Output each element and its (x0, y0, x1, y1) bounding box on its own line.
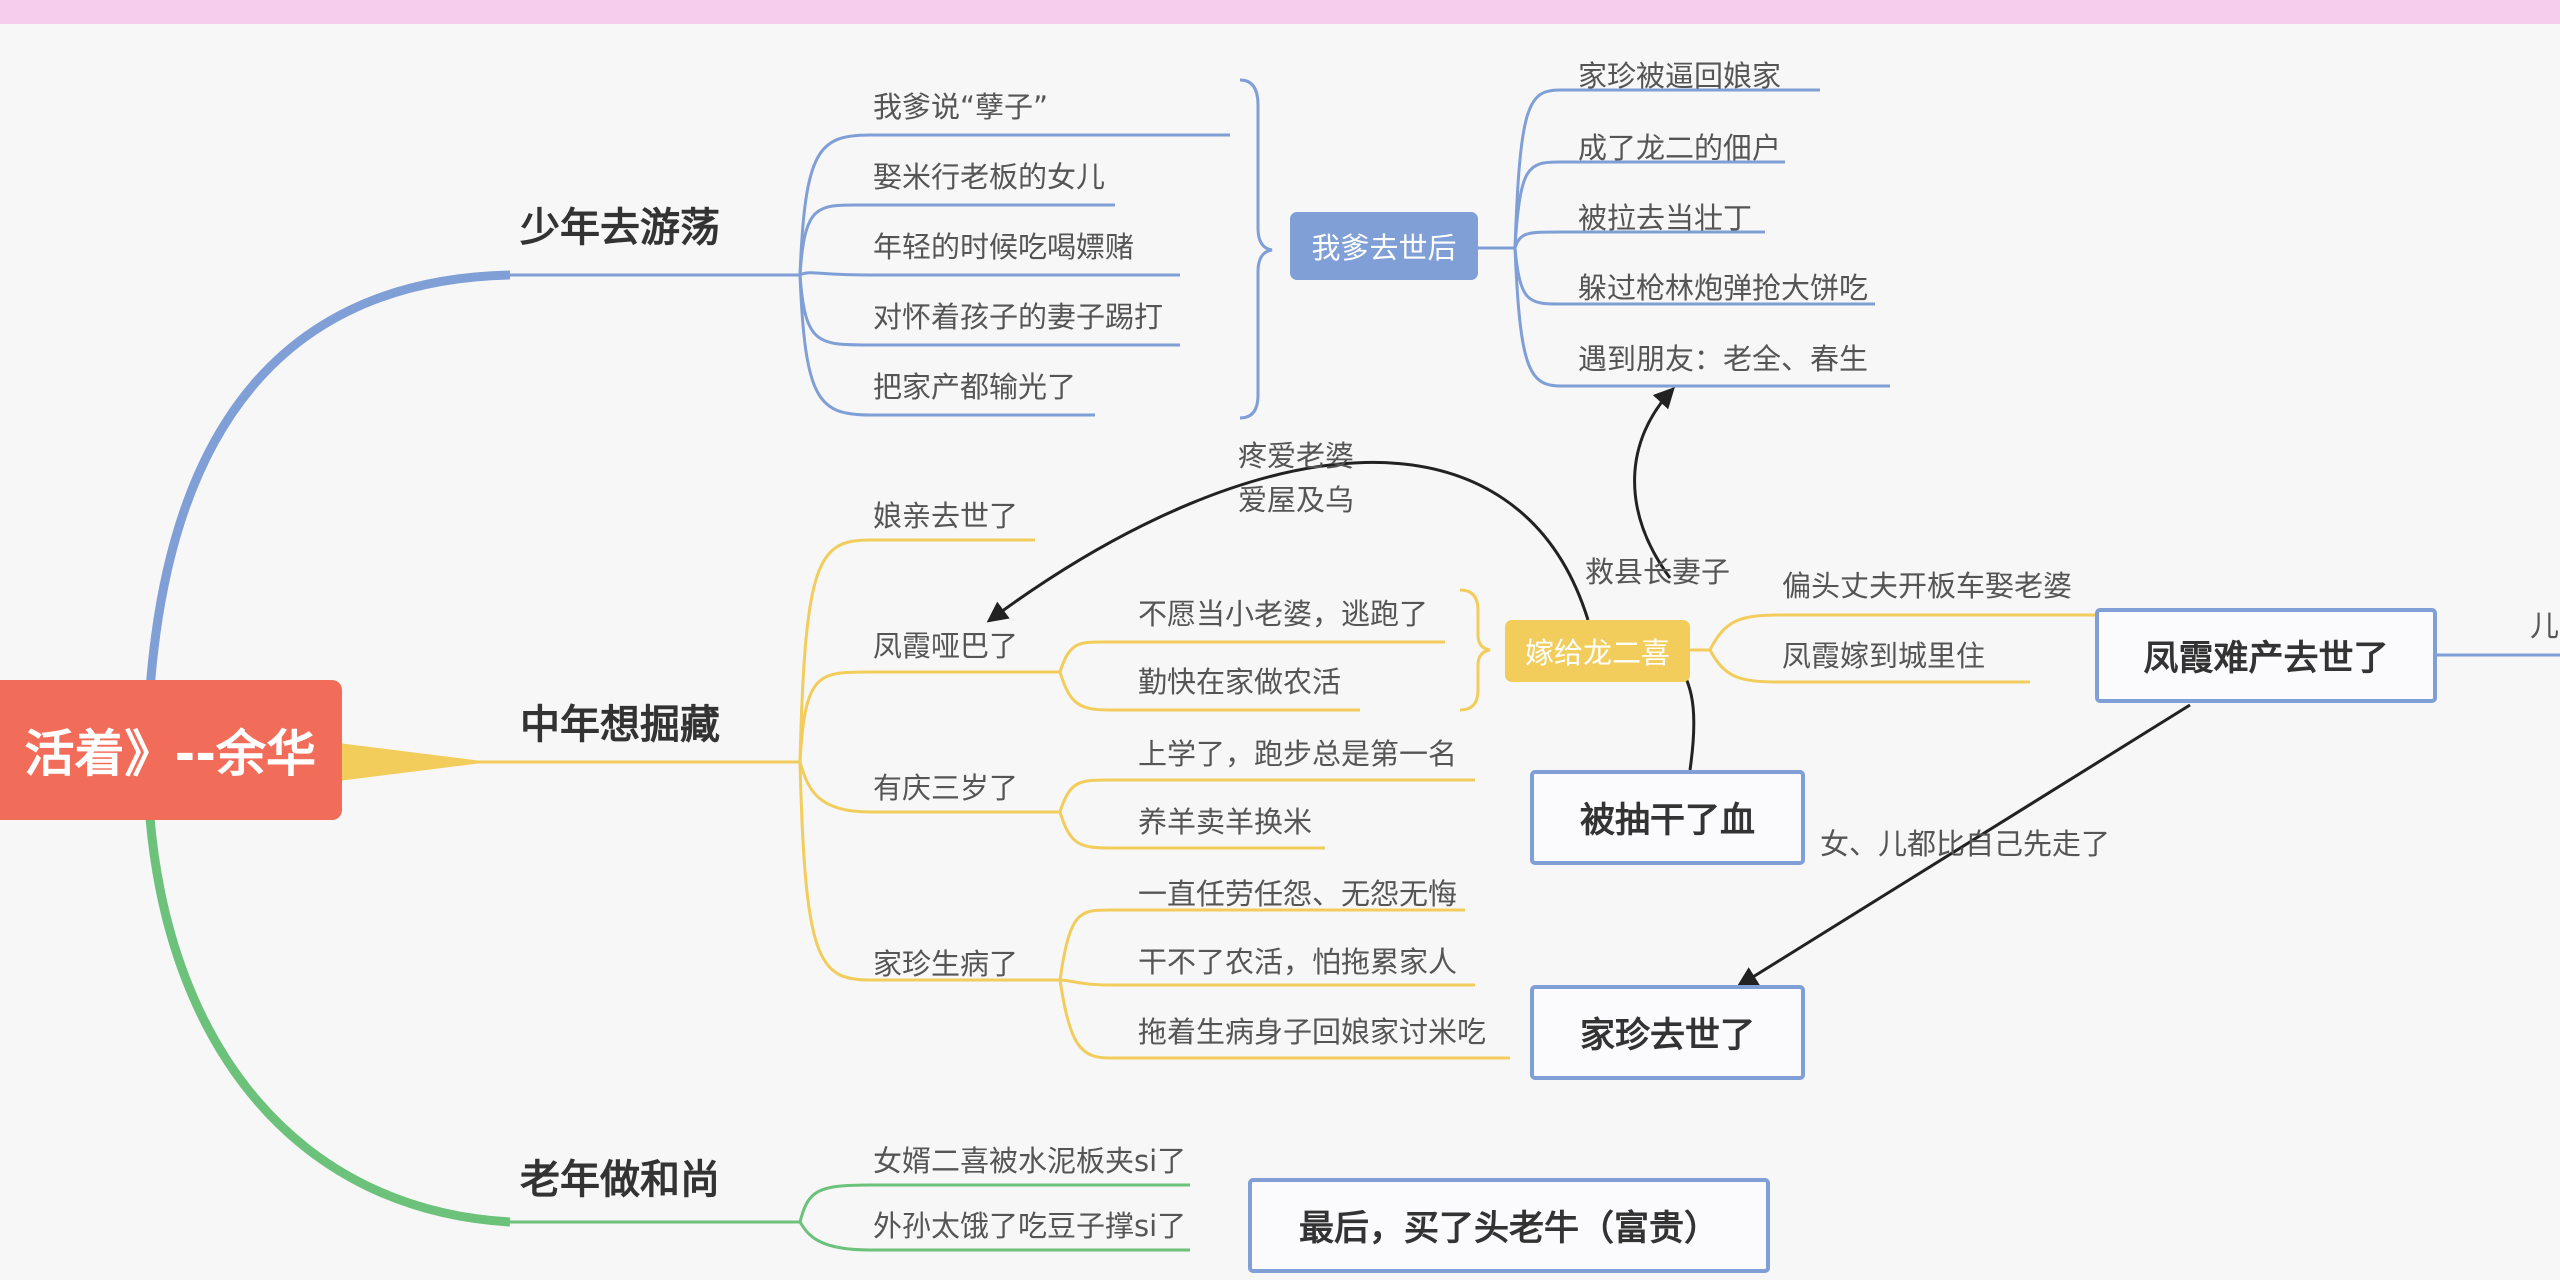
youth-sub-item: 遇到朋友：老全、春生 (1578, 342, 1869, 376)
middle-item: 有庆三岁了 (873, 771, 1019, 805)
youth-item: 年轻的时候吃喝嫖赌 (873, 230, 1135, 264)
erxi-sub-item: 凤霞嫁到城里住 (1782, 639, 1986, 673)
branch-middle-title: 中年想掘藏 (520, 702, 720, 748)
youth-sub-item: 躲过枪林炮弹抢大饼吃 (1578, 271, 1869, 305)
youth-sub-item: 家珍被逼回娘家 (1578, 59, 1782, 93)
box-final: 最后，买了头老牛（富贵） (1248, 1178, 1770, 1273)
root-title: 活着》--余华 (0, 680, 342, 820)
annotation-cut-text: 儿 (2530, 609, 2560, 643)
youqing-sub-item: 上学了，跑步总是第一名 (1138, 737, 1458, 771)
branch-youth-title: 少年去游荡 (520, 205, 720, 251)
old-item: 女婿二喜被水泥板夹si了 (873, 1144, 1187, 1178)
box-drained-blood: 被抽干了血 (1530, 770, 1805, 865)
middle-item: 凤霞哑巴了 (873, 629, 1019, 663)
annotation-love-family: 爱屋及乌 (1238, 483, 1355, 517)
box-jiazhen-death: 家珍去世了 (1530, 985, 1805, 1080)
tag-marry-erxi: 嫁给龙二喜 (1505, 620, 1690, 682)
top-banner (0, 0, 2560, 24)
box-fengxia-death: 凤霞难产去世了 (2095, 608, 2437, 703)
jiazhen-sub-item: 干不了农活，怕拖累家人 (1138, 945, 1458, 979)
youth-item: 把家产都输光了 (873, 370, 1077, 404)
annotation-save-wife: 救县长妻子 (1585, 555, 1731, 589)
youth-item: 娶米行老板的女儿 (873, 160, 1106, 194)
youth-sub-item: 成了龙二的佃户 (1578, 131, 1782, 165)
middle-item: 娘亲去世了 (873, 499, 1019, 533)
fengxia-sub-item: 不愿当小老婆，逃跑了 (1138, 597, 1429, 631)
fengxia-sub-item: 勤快在家做农活 (1138, 665, 1342, 699)
jiazhen-sub-item: 拖着生病身子回娘家讨米吃 (1138, 1015, 1487, 1049)
annotation-love-wife: 疼爱老婆 (1238, 439, 1355, 473)
youth-sub-item: 被拉去当壮丁 (1578, 201, 1753, 235)
youth-item: 我爹说“孽子” (873, 90, 1049, 124)
jiazhen-sub-item: 一直任劳任怨、无怨无悔 (1138, 877, 1458, 911)
erxi-sub-item: 偏头丈夫开板车娶老婆 (1782, 569, 2073, 603)
tag-father-died: 我爹去世后 (1290, 212, 1478, 280)
annotation-children-died: 女、儿都比自己先走了 (1820, 827, 2111, 861)
old-item: 外孙太饿了吃豆子撑si了 (873, 1209, 1187, 1243)
branch-old-title: 老年做和尚 (520, 1157, 720, 1203)
youqing-sub-item: 养羊卖羊换米 (1138, 805, 1313, 839)
youth-item: 对怀着孩子的妻子踢打 (873, 300, 1164, 334)
middle-item: 家珍生病了 (873, 947, 1019, 981)
